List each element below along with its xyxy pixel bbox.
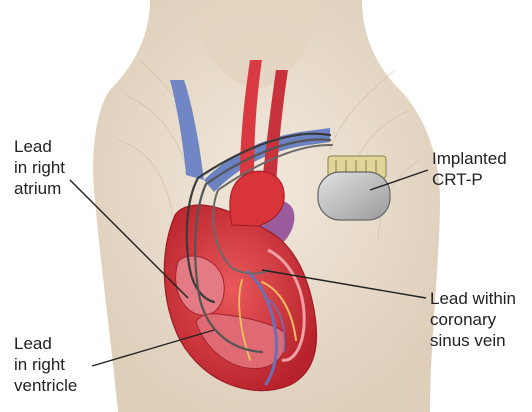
- label-line: coronary: [430, 309, 516, 330]
- label-line: sinus vein: [430, 330, 516, 351]
- label-line: ventricle: [14, 375, 77, 396]
- label-line: atrium: [14, 178, 65, 199]
- label-lead-right-atrium: Lead in right atrium: [14, 136, 65, 199]
- label-implanted-crt-p: Implanted CRT-P: [432, 148, 507, 190]
- label-lead-coronary-sinus: Lead within coronary sinus vein: [430, 288, 516, 351]
- label-line: Implanted: [432, 148, 507, 169]
- crt-p-device: [318, 156, 390, 220]
- label-line: Lead: [14, 333, 77, 354]
- label-lead-right-ventricle: Lead in right ventricle: [14, 333, 77, 396]
- label-line: in right: [14, 157, 65, 178]
- label-line: in right: [14, 354, 77, 375]
- label-line: Lead: [14, 136, 65, 157]
- label-line: CRT-P: [432, 169, 507, 190]
- label-line: Lead within: [430, 288, 516, 309]
